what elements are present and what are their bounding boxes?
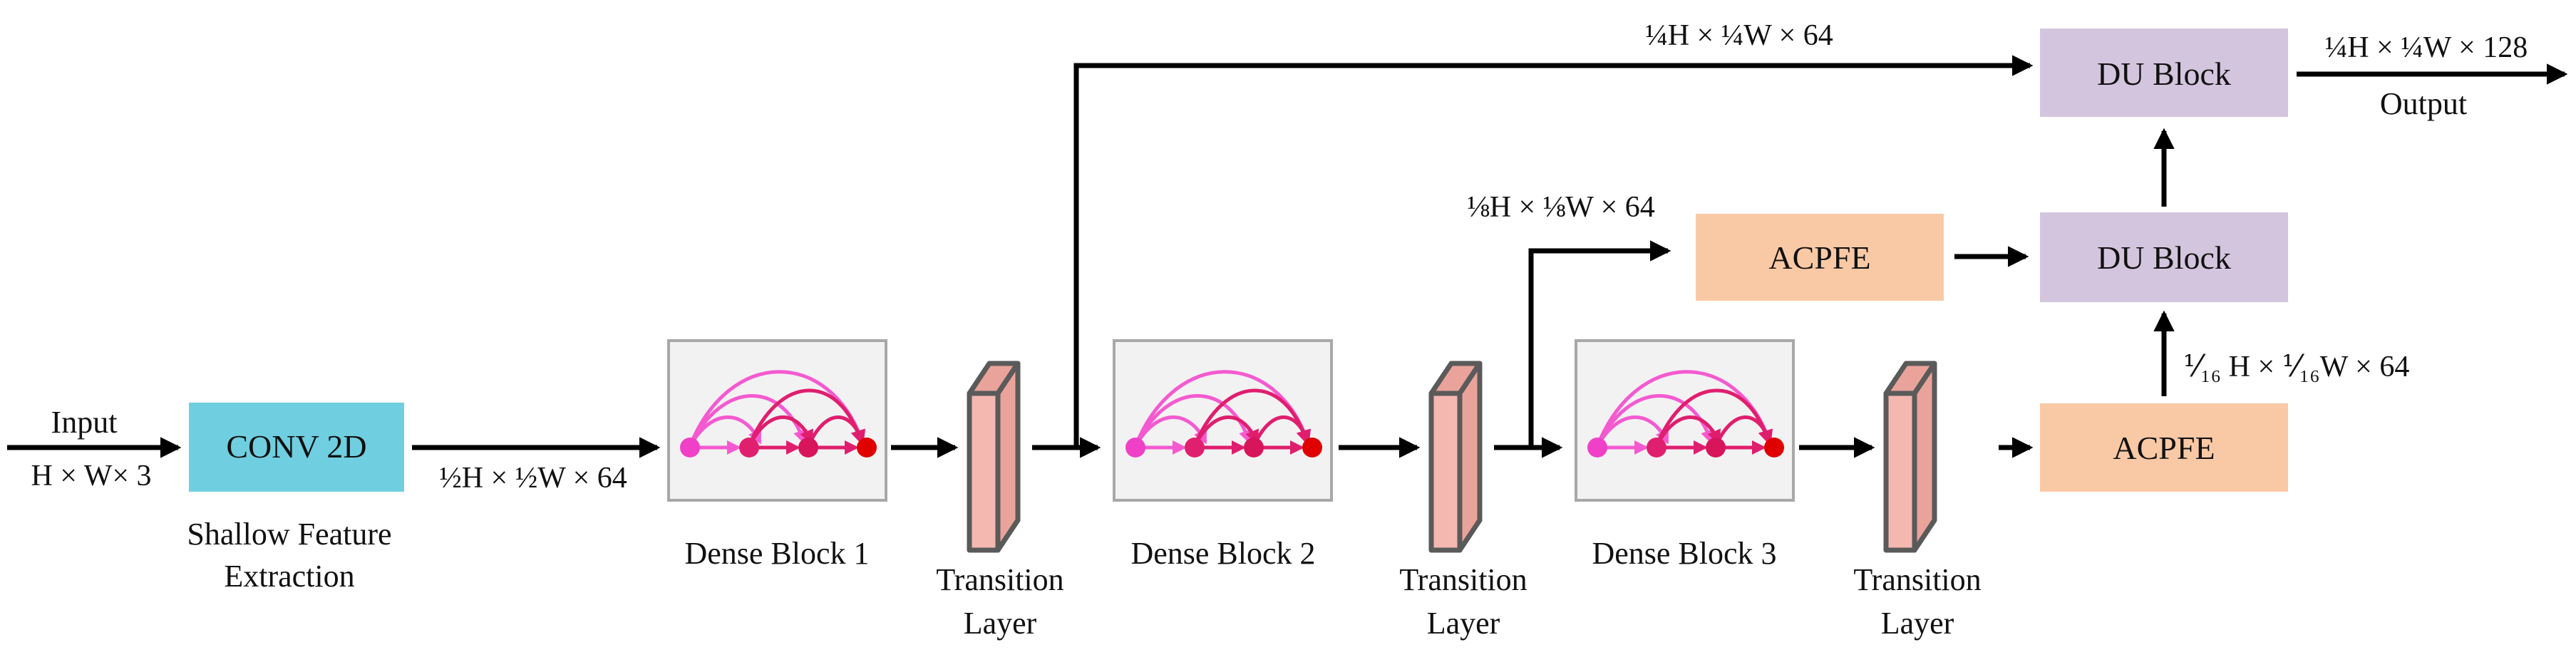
eighth-branch-arrow [1528, 240, 1671, 448]
transition-3-label-2: Layer [1881, 606, 1954, 641]
input-label: Input [51, 405, 118, 440]
quarter-res-dims: ¼H × ¼W × 64 [1645, 19, 1833, 52]
transition-3-label-1: Transition [1853, 562, 1981, 597]
du-block-middle-box [2040, 212, 2288, 302]
du-block-middle-label: DU Block [2097, 239, 2231, 276]
dense-block-3-label: Dense Block 3 [1592, 536, 1776, 571]
input-dims: H × W× 3 [31, 460, 151, 492]
shallow-feature-caption-1: Shallow Feature [187, 517, 391, 552]
acpfe-upper-block: ACPFE [1696, 214, 1944, 301]
acpfe-upper-box [1696, 214, 1944, 301]
du-block-top-box [2040, 29, 2288, 117]
transition-layer-3 [1886, 363, 1934, 550]
dense-block-2-label: Dense Block 2 [1130, 536, 1315, 571]
transition-2-label-1: Transition [1399, 562, 1527, 597]
acpfe-lower-box [2040, 403, 2288, 492]
conv-2d-label: CONV 2D [226, 428, 366, 465]
transition-1-label-1: Transition [936, 562, 1063, 597]
quarter-skip-arrow [1073, 55, 2034, 448]
acpfe-lower-block: ACPFE [2040, 403, 2288, 492]
sixteenth-res-dims: ⅟₁₆ H × ⅟₁₆W × 64 [2183, 351, 2409, 383]
transition-layer-2 [1431, 363, 1480, 550]
conv-2d-block: CONV 2D [189, 403, 404, 492]
acpfe-lower-label: ACPFE [2113, 430, 2215, 466]
dense-block-1-label: Dense Block 1 [684, 536, 869, 571]
dense-block-3 [1576, 341, 1793, 500]
shallow-feature-caption-2: Extraction [224, 559, 354, 594]
transition-2-label-2: Layer [1427, 606, 1500, 641]
du-block-top: DU Block [2040, 29, 2288, 117]
dense-block-2 [1114, 341, 1331, 500]
eighth-res-dims: ⅛H × ⅛W × 64 [1467, 191, 1655, 224]
half-res-dims: ½H × ½W × 64 [439, 462, 627, 495]
output-label: Output [2380, 86, 2467, 121]
acpfe-upper-label: ACPFE [1768, 239, 1870, 276]
transition-layer-1 [969, 363, 1018, 550]
dense-block-1 [669, 341, 886, 500]
du-block-middle: DU Block [2040, 212, 2288, 302]
du-block-top-label: DU Block [2097, 56, 2231, 92]
output-dims: ¼H × ¼W × 128 [2325, 31, 2528, 64]
conv-2d-box [189, 403, 404, 492]
transition-1-label-2: Layer [964, 606, 1037, 641]
